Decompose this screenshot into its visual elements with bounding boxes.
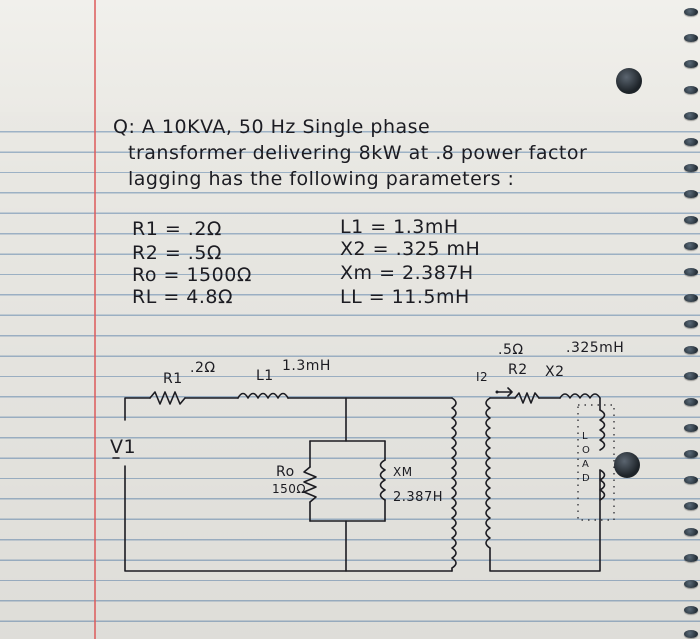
load-dotted-box xyxy=(577,404,615,521)
xm-inductor xyxy=(379,459,386,501)
question-line-2: transformer delivering 8kW at .8 power f… xyxy=(128,142,588,164)
red-margin-line xyxy=(94,0,96,639)
x2-inductor xyxy=(559,393,601,399)
param-rl: RL = 4.8Ω xyxy=(132,286,234,308)
label-xm-name: XM xyxy=(393,465,413,479)
label-ro-name: Ro xyxy=(276,464,295,480)
label-r2-name: R2 xyxy=(508,362,528,378)
label-xm-value: 2.387H xyxy=(393,490,443,505)
label-x2-name: X2 xyxy=(545,364,565,380)
primary-bottom-wire xyxy=(124,465,453,572)
r1-resistor xyxy=(149,391,186,405)
label-load: LOAD xyxy=(582,431,591,484)
page-top-blank xyxy=(0,0,700,112)
label-i2: I2 xyxy=(476,370,489,384)
load-inductor-bottom xyxy=(599,469,606,501)
question-line-1: Q: A 10KVA, 50 Hz Single phase xyxy=(113,116,431,138)
param-r1: R1 = .2Ω xyxy=(132,218,222,240)
label-ro-value: 150Ω xyxy=(272,482,307,496)
ro-resistor xyxy=(303,466,317,503)
question-line-3: lagging has the following parameters : xyxy=(128,168,515,190)
primary-coil xyxy=(451,397,457,569)
label-v1: V1 xyxy=(110,436,137,458)
label-r1-value: .2Ω xyxy=(190,360,216,376)
param-x2: X2 = .325 mH xyxy=(340,238,481,260)
label-l1-value: 1.3mH xyxy=(282,358,331,374)
label-r2-value: .5Ω xyxy=(498,342,524,358)
param-ro: Ro = 1500Ω xyxy=(132,264,252,286)
label-l1-name: L1 xyxy=(256,368,274,384)
param-xm: Xm = 2.387H xyxy=(340,262,474,284)
secondary-bottom-wire xyxy=(489,469,601,572)
load-inductor-top xyxy=(599,409,606,451)
l1-inductor xyxy=(237,392,289,399)
primary-left-wire xyxy=(124,397,151,421)
secondary-coil xyxy=(485,397,491,549)
i2-arrow xyxy=(497,387,513,397)
label-x2-value: .325mH xyxy=(566,340,625,356)
punch-hole-top xyxy=(616,68,642,94)
param-ll: LL = 11.5mH xyxy=(340,286,470,308)
param-l1: L1 = 1.3mH xyxy=(340,216,459,238)
param-r2: R2 = .5Ω xyxy=(132,242,222,264)
r2-resistor xyxy=(514,392,540,404)
label-r1-name: R1 xyxy=(163,371,183,387)
punch-hole-bottom xyxy=(614,452,640,478)
